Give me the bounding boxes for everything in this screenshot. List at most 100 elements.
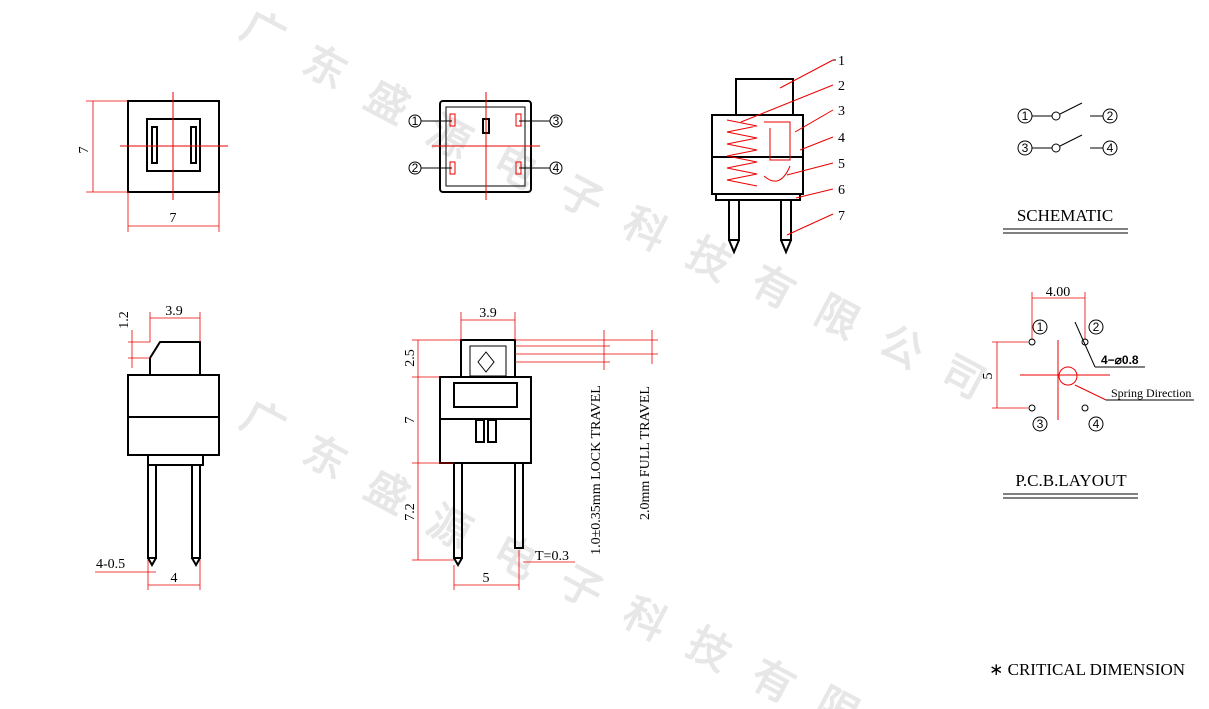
critical-dimension-note: ∗ CRITICAL DIMENSION	[989, 660, 1185, 679]
callout-number: 1	[838, 54, 845, 69]
watermark-char: 有	[743, 256, 803, 319]
full-travel-label: 2.0mm FULL TRAVEL	[638, 386, 653, 520]
dim-side-pitch-label: 4	[171, 571, 178, 586]
pcb-height-label: 5	[981, 373, 996, 380]
watermark-char: 广	[233, 1, 293, 64]
section-view: 1 2 3 4 5 6 7	[711, 54, 845, 255]
dim-height-label: 7	[77, 147, 92, 154]
callout-number: 2	[838, 79, 845, 94]
callout-leader	[740, 84, 834, 123]
contact-leaf	[763, 165, 791, 182]
top-view-slot	[151, 126, 158, 164]
switch-node	[1051, 143, 1061, 153]
watermark-char: 东	[295, 426, 355, 489]
side-actuator	[149, 341, 201, 376]
pin-marker	[408, 161, 422, 175]
watermark-char: 电	[485, 136, 545, 199]
side-pin-tip	[147, 557, 157, 568]
section-body-upper	[711, 114, 804, 158]
pcb-hole	[1081, 404, 1089, 412]
dim-thickness-label: T=0.3	[535, 549, 569, 564]
front-pin	[514, 462, 524, 549]
switch-node	[1051, 111, 1061, 121]
watermark-char: 技	[679, 228, 739, 291]
watermark: 广 东 盛 源 电 子 科 技 有 限 公 司 广 东 盛 源 电 子 科 技 …	[233, 1, 993, 709]
top-view-slot	[190, 126, 197, 164]
pin-number: 4	[553, 161, 560, 175]
pin-pad	[515, 113, 522, 127]
pcb-layout-title: P.C.B.LAYOUT	[1015, 471, 1127, 490]
front-pin	[453, 462, 463, 559]
spring-direction-label: Spring Direction	[1111, 386, 1191, 400]
section-pin	[780, 199, 792, 241]
dim-side-top-label: 3.9	[165, 304, 183, 319]
side-pin	[191, 464, 201, 559]
pcb-layout: 4.00 5 1 2 3 4 4−⌀0.8 Spring Direction P…	[981, 285, 1194, 499]
pin-marker	[408, 114, 422, 128]
callout-leader	[795, 188, 834, 199]
pin-number: 2	[412, 161, 419, 175]
terminal-number: 3	[1022, 141, 1029, 155]
callout-number: 7	[838, 209, 845, 224]
callout-number: 5	[838, 157, 845, 172]
pcb-width-label: 4.00	[1046, 285, 1071, 300]
schematic-title: SCHEMATIC	[1017, 206, 1113, 225]
switch-lever	[1059, 102, 1083, 115]
dim-side-cap-label: 1.2	[117, 311, 132, 329]
section-pin-tip	[780, 239, 792, 255]
pin-marker	[549, 114, 563, 128]
side-pin-tip	[191, 557, 201, 568]
callouts: 1 2 3 4 5 6 7	[740, 54, 845, 236]
spring-marker	[1058, 366, 1078, 386]
watermark-char: 子	[551, 556, 611, 619]
front-slot	[487, 419, 497, 443]
leader-line	[1074, 321, 1096, 368]
terminal-number: 1	[1022, 109, 1029, 123]
hole-size-label: 4−⌀0.8	[1101, 353, 1139, 367]
front-body-lower	[439, 418, 532, 464]
bottom-view: 1 3 2 4	[408, 92, 563, 200]
spring	[726, 119, 758, 187]
contact-leaf	[764, 121, 791, 161]
callout-leader	[794, 109, 834, 133]
terminal-marker	[1102, 108, 1118, 124]
front-actuator-mark	[477, 351, 495, 373]
terminal-number: 2	[1107, 109, 1114, 123]
lock-travel-label: 1.0±0.35mm LOCK TRAVEL	[589, 385, 604, 555]
schematic: 1 2 3 4 SCHEMATIC	[1003, 102, 1128, 234]
watermark-char: 源	[419, 106, 479, 169]
pin-marker	[549, 161, 563, 175]
pin-marker	[1088, 319, 1104, 335]
dim-front-pin-label: 7.2	[403, 503, 418, 521]
dim-front-pitch-label: 5	[483, 571, 490, 586]
watermark-char: 公	[871, 316, 931, 379]
pin-number: 2	[1093, 320, 1100, 334]
terminal-number: 4	[1107, 141, 1114, 155]
pin-marker	[1032, 416, 1048, 432]
watermark-char: 有	[743, 650, 803, 709]
pin-number: 1	[412, 114, 419, 128]
pin-number: 3	[553, 114, 560, 128]
front-pin-tip	[453, 557, 463, 568]
section-actuator	[735, 78, 794, 116]
watermark-char: 东	[295, 36, 355, 99]
leader-line	[1074, 384, 1107, 401]
section-body-lower	[711, 156, 804, 195]
pin-number: 4	[1093, 417, 1100, 431]
watermark-char: 技	[679, 618, 739, 681]
pin-pad	[449, 113, 456, 127]
watermark-char: 盛	[357, 71, 417, 134]
dim-front-body-label: 7	[403, 417, 418, 424]
watermark-char: 源	[419, 496, 479, 559]
watermark-char: 限	[807, 678, 867, 709]
pin-marker	[1088, 416, 1104, 432]
front-window	[453, 382, 518, 408]
side-pin	[147, 464, 157, 559]
callout-leader	[786, 213, 834, 236]
callout-number: 6	[838, 183, 845, 198]
pin-number: 1	[1037, 320, 1044, 334]
callout-leader	[779, 59, 834, 89]
front-slot	[475, 419, 485, 443]
side-view: 3.9 1.2 4-0.5 4	[95, 304, 220, 590]
